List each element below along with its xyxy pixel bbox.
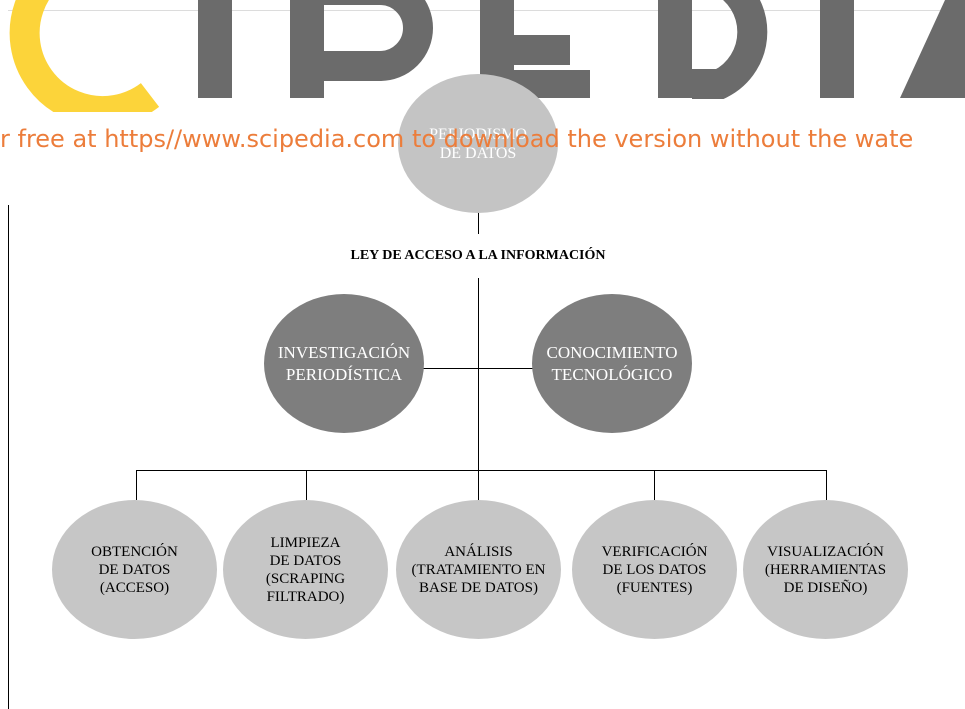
logo-letter-e-mid: [480, 35, 570, 65]
drop-line-5: [826, 470, 827, 500]
level2-connector-line: [398, 368, 558, 369]
root-node-label: PERIODISMO DE DATOS: [429, 125, 527, 162]
node-limpieza-label: LIMPIEZA DE DATOS (SCRAPING FILTRADO): [265, 534, 346, 605]
node-verificacion: VERIFICACIÓN DE LOS DATOS (FUENTES): [572, 500, 737, 639]
node-limpieza: LIMPIEZA DE DATOS (SCRAPING FILTRADO): [223, 500, 388, 639]
root-node-periodismo: PERIODISMO DE DATOS: [398, 74, 558, 213]
drop-line-3: [478, 470, 479, 500]
node-conocimiento-label: CONOCIMIENTO TECNOLÓGICO: [546, 342, 678, 384]
logo-letter-d-bowl: [692, 0, 768, 99]
page-frame-left: [8, 205, 9, 709]
logo-letter-d-stem: [658, 0, 692, 98]
logo-letter-p-stem: [290, 0, 324, 98]
root-connector-line: [478, 212, 479, 234]
logo-letter-p-bowl: [324, 0, 433, 81]
drop-line-2: [306, 470, 307, 500]
node-obtencion-label: OBTENCIÓN DE DATOS (ACCESO): [91, 543, 178, 596]
node-visualizacion: VISUALIZACIÓN (HERRAMIENTAS DE DISEÑO): [743, 500, 908, 639]
logo-letter-i2: [820, 0, 854, 98]
level3-bus-line: [136, 470, 826, 471]
trunk-line: [478, 278, 479, 470]
node-analisis-label: ANÁLISIS (TRATAMIENTO EN BASE DE DATOS): [411, 543, 546, 596]
node-investigacion: INVESTIGACIÓN PERIODÍSTICA: [264, 294, 424, 433]
node-conocimiento: CONOCIMIENTO TECNOLÓGICO: [532, 294, 692, 433]
connector-label-ley-acceso: LEY DE ACCESO A LA INFORMACIÓN: [350, 248, 606, 263]
logo-letter-c: [9, 0, 160, 112]
logo-letter-a: [900, 0, 965, 98]
logo-letter-i1: [198, 0, 232, 98]
node-visualizacion-label: VISUALIZACIÓN (HERRAMIENTAS DE DISEÑO): [764, 543, 887, 596]
node-investigacion-label: INVESTIGACIÓN PERIODÍSTICA: [277, 342, 411, 384]
node-verificacion-label: VERIFICACIÓN DE LOS DATOS (FUENTES): [601, 543, 708, 596]
scipedia-logo-graphic: [9, 0, 965, 112]
scipedia-logo-watermark: [0, 0, 965, 112]
drop-line-4: [654, 470, 655, 500]
drop-line-1: [136, 470, 137, 500]
node-obtencion: OBTENCIÓN DE DATOS (ACCESO): [52, 500, 217, 639]
node-analisis: ANÁLISIS (TRATAMIENTO EN BASE DE DATOS): [396, 500, 561, 639]
